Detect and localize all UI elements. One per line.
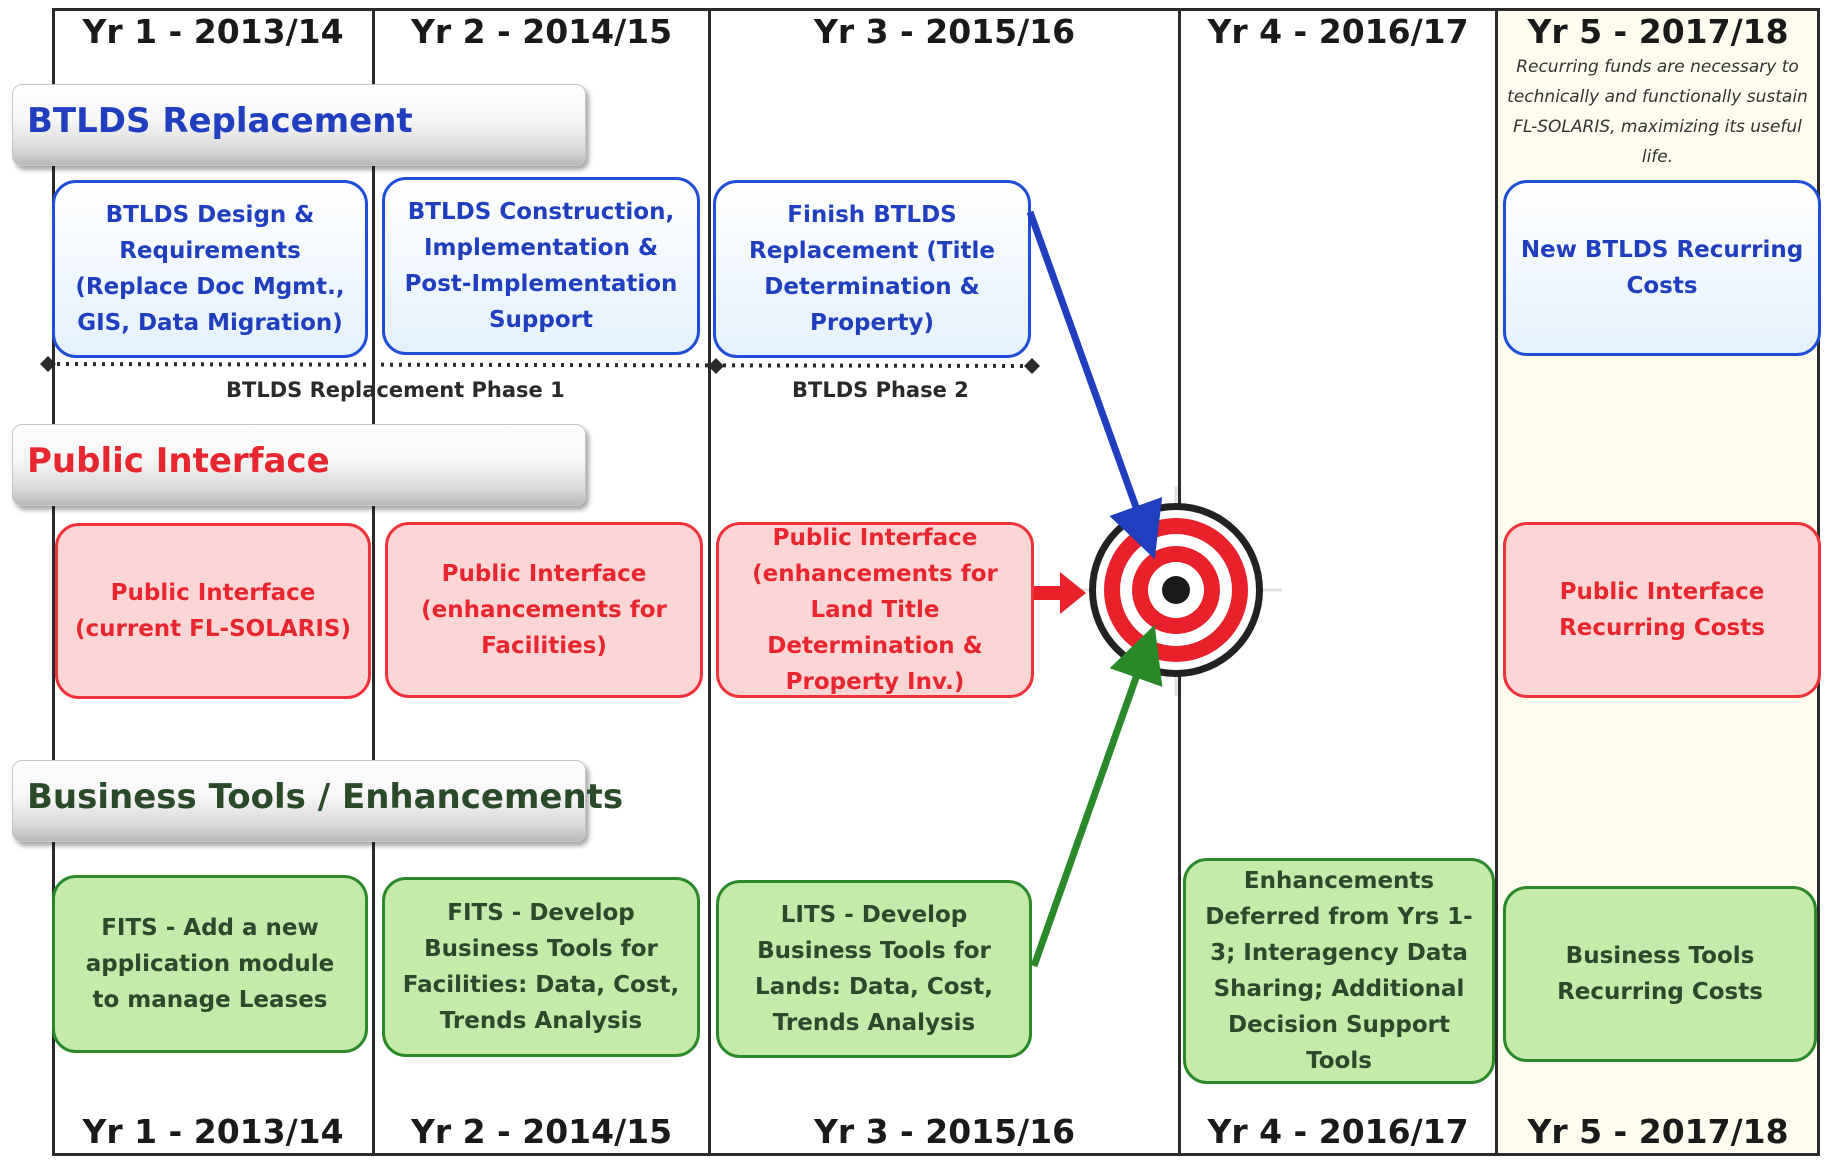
business-arrow — [1030, 624, 1163, 968]
business-box-yr5: Business Tools Recurring Costs — [1503, 886, 1817, 1062]
btlds-box-yr5: New BTLDS Recurring Costs — [1503, 180, 1821, 356]
phase-start-diamond — [40, 356, 56, 372]
business-box-yr1: FITS - Add a new application module to m… — [52, 875, 368, 1053]
btlds-box-yr5-text: New BTLDS Recurring Costs — [1520, 237, 1804, 299]
business-track-title: Business Tools / Enhancements — [27, 777, 624, 817]
year-header-top-1: Yr 1 - 2013/14 — [82, 12, 344, 51]
phase-mid-diamond — [708, 358, 724, 374]
btlds-phase1-label: BTLDS Replacement Phase 1 — [226, 378, 565, 402]
btlds-box-yr2: BTLDS Construction, Implementation & Pos… — [382, 177, 700, 355]
public-arrow — [1034, 572, 1086, 614]
public-box-yr3: Public Interface (enhancements for Land … — [716, 522, 1034, 698]
business-box-yr5-text: Business Tools Recurring Costs — [1557, 943, 1763, 1005]
btlds-track-banner: BTLDS Replacement — [12, 84, 586, 166]
public-track-banner: Public Interface — [12, 424, 586, 506]
public-box-yr5: Public Interface Recurring Costs — [1503, 522, 1821, 698]
year-header-top-4: Yr 4 - 2016/17 — [1207, 12, 1469, 51]
btlds-box-yr3-text: Finish BTLDS Replacement (Title Determin… — [749, 202, 995, 336]
target-icon — [1070, 486, 1282, 696]
year-header-top-3: Yr 3 - 2015/16 — [813, 12, 1076, 51]
year-header-bottom-2: Yr 2 - 2014/15 — [410, 1112, 673, 1151]
year-header-bottom-4: Yr 4 - 2016/17 — [1207, 1112, 1469, 1151]
btlds-track-title: BTLDS Replacement — [27, 101, 413, 141]
year-header-bottom-3: Yr 3 - 2015/16 — [813, 1112, 1076, 1151]
btlds-box-yr1: BTLDS Design & Requirements (Replace Doc… — [52, 180, 368, 358]
public-box-yr3-text: Public Interface (enhancements for Land … — [752, 525, 998, 695]
phase-dotted-line — [47, 362, 1033, 368]
business-box-yr4-text: Enhancements Deferred from Yrs 1-3; Inte… — [1205, 868, 1473, 1074]
business-box-yr1-text: FITS - Add a new application module to m… — [85, 915, 335, 1013]
btlds-phase2-label: BTLDS Phase 2 — [792, 378, 969, 402]
business-box-yr2: FITS - Develop Business Tools for Facili… — [382, 877, 700, 1057]
column-divider-4 — [1495, 8, 1498, 1156]
btlds-box-yr2-text: BTLDS Construction, Implementation & Pos… — [404, 199, 678, 333]
business-box-yr3: LITS - Develop Business Tools for Lands:… — [716, 880, 1032, 1058]
public-box-yr5-text: Public Interface Recurring Costs — [1559, 579, 1765, 641]
btlds-arrow — [1026, 210, 1163, 560]
public-box-yr1: Public Interface (current FL-SOLARIS) — [55, 523, 371, 699]
public-box-yr2: Public Interface (enhancements for Facil… — [385, 522, 703, 698]
year-header-top-5: Yr 5 - 2017/18 — [1527, 12, 1789, 51]
column-divider-1 — [372, 8, 375, 1156]
public-box-yr1-text: Public Interface (current FL-SOLARIS) — [74, 580, 351, 642]
business-box-yr3-text: LITS - Develop Business Tools for Lands:… — [755, 902, 993, 1036]
column-divider-2 — [708, 8, 711, 1156]
btlds-box-yr3: Finish BTLDS Replacement (Title Determin… — [713, 180, 1031, 358]
btlds-box-yr1-text: BTLDS Design & Requirements (Replace Doc… — [75, 202, 345, 336]
business-box-yr4: Enhancements Deferred from Yrs 1-3; Inte… — [1183, 858, 1495, 1084]
year-header-bottom-5: Yr 5 - 2017/18 — [1527, 1112, 1789, 1151]
business-box-yr2-text: FITS - Develop Business Tools for Facili… — [402, 900, 680, 1034]
recurring-funds-note: Recurring funds are necessary to technic… — [1507, 57, 1808, 167]
business-track-banner: Business Tools / Enhancements — [12, 760, 623, 842]
public-box-yr2-text: Public Interface (enhancements for Facil… — [421, 561, 667, 659]
phase-end-diamond — [1024, 358, 1040, 374]
public-track-title: Public Interface — [27, 441, 330, 481]
year-header-bottom-1: Yr 1 - 2013/14 — [82, 1112, 344, 1151]
year-header-top-2: Yr 2 - 2014/15 — [410, 12, 673, 51]
